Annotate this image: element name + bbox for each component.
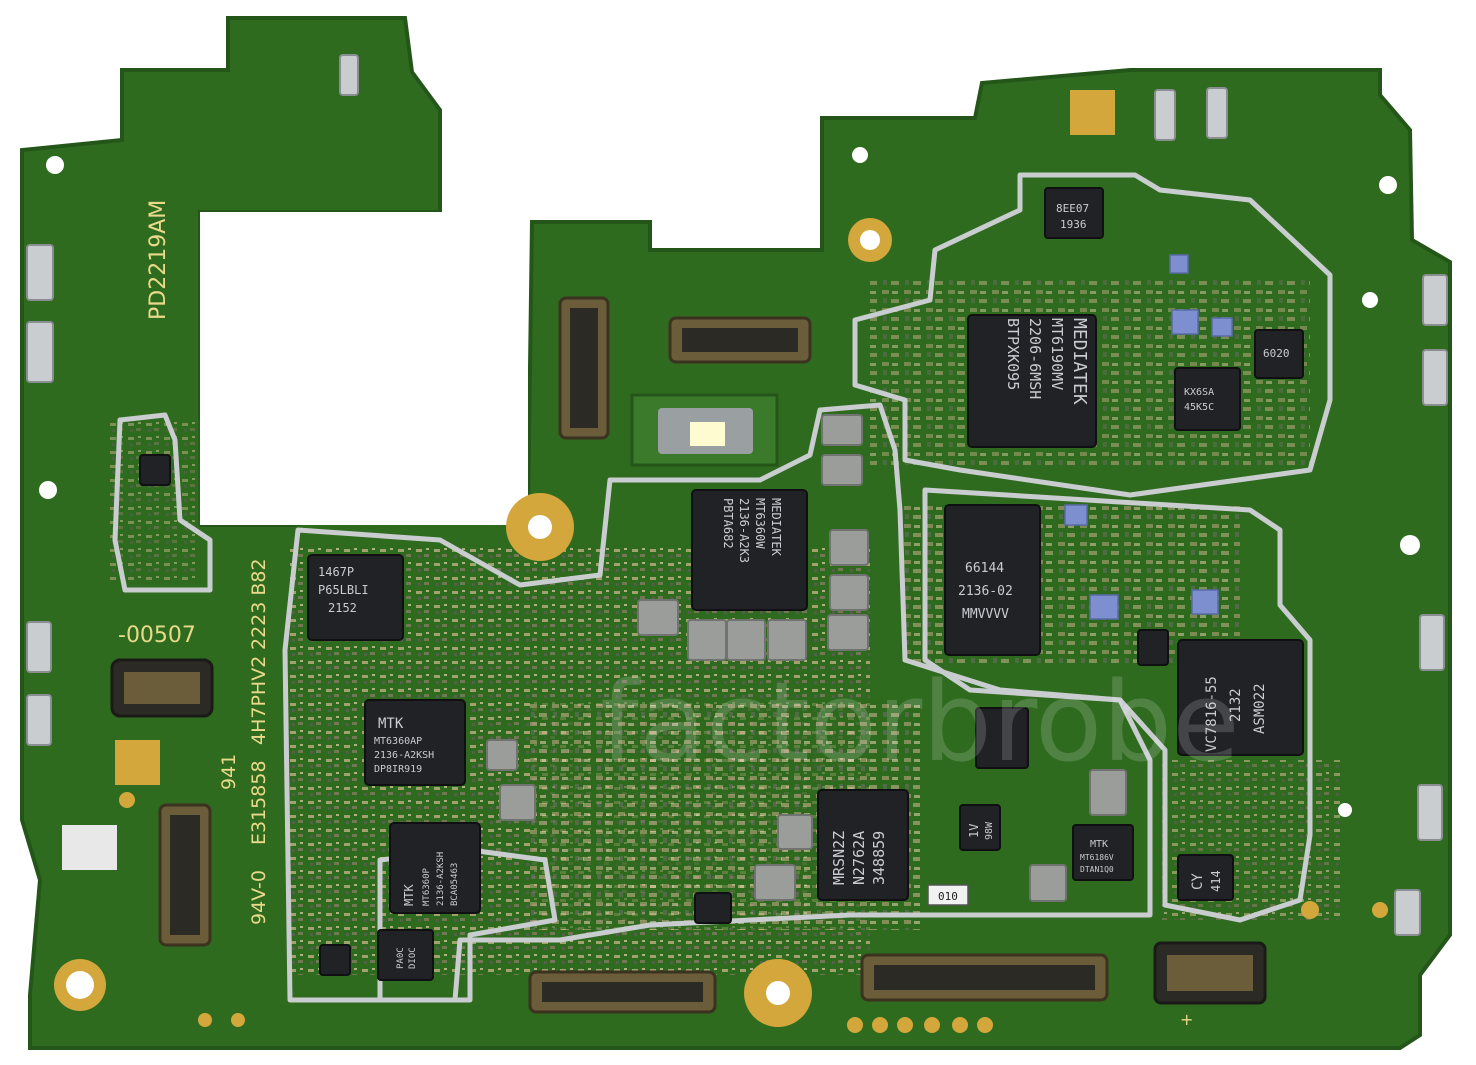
mediatek-rf-ic [967,314,1097,448]
mtk-small-line-1: MTK [1090,839,1108,850]
ic-kx-line-1: KX6SA [1184,387,1214,398]
gold-pads [115,90,1388,1033]
cy-line-2: 414 [1209,870,1223,892]
mt6360w-line-2: MT6360W [753,498,767,549]
vc7816-line-1: VC7816-55 [1204,676,1220,752]
mt6360w-line-4: PBTA682 [721,498,735,549]
mt6360w-line-3: 2136-A2K3 [737,498,751,563]
inductors [486,414,1127,902]
silkscreen: PD2219AM -00507 2223 B82 4H7PHV2 E315858… [118,200,1193,1029]
ic-1v-line-1: 1V [967,824,981,838]
mtk-pmic2-line-1: MTK [402,884,416,906]
vertical-code-5: 941 [218,754,240,790]
connectors [110,296,1267,1014]
mtk-pmic-line-2: MT6360AP [374,736,422,747]
mrsn-line-3: 348859 [870,831,888,885]
vc7816-line-2: 2132 [1228,688,1244,722]
mtk-small-line-2: MT6186V [1080,853,1114,862]
ic-kx-line-2: 45K5C [1184,402,1214,413]
vertical-code-3: E315858 [248,760,270,845]
mtk-small-line-3: DTAN1Q0 [1080,865,1114,874]
ic-1v-line-2: 98W [984,821,995,840]
ic-1467p-line-3: 2152 [328,601,357,615]
resistor [927,884,969,906]
ic-small-line-2: DIOC [408,947,418,969]
mtk-pmic2-line-2: MT6360P [422,867,432,906]
mediatek-line-4: BTPXK095 [1004,318,1022,390]
ic-66144-line-2: 2136-02 [958,584,1013,599]
ic-6020-line: 6020 [1263,347,1290,360]
mtk-pmic-line-1: MTK [378,716,404,732]
cy-line-1: CY [1190,873,1206,890]
mediatek-line-3: 2206-6MSH [1026,318,1044,399]
mtk-pmic2-line-3: 2136-A2KSH [436,852,446,906]
chip-markings: MEDIATEK MT6190MV 2206-6MSH BTPXK095 8EE… [318,202,1290,969]
mounting-holes [54,218,892,1027]
mrsn-line-1: MRSN2Z [830,831,848,885]
ic-66144-line-1: 66144 [965,561,1004,576]
ic-1467p-line-1: 1467P [318,565,354,579]
mrsn-line-2: N2762A [850,831,868,885]
ic-8ee07-line-2: 1936 [1060,218,1087,231]
model-number: PD2219AM [146,200,171,320]
resistor-label: 010 [938,890,958,903]
ic-small-line-1: PA0C [396,947,406,969]
mt6360w-line-1: MEDIATEK [769,498,783,557]
shield-frames [112,172,1333,1003]
plus-mark: + [1180,1010,1193,1029]
vertical-code-1: 2223 B82 [248,558,270,650]
label-sticker [62,825,117,870]
watermark: factorbrobe [600,658,1240,786]
mediatek-line-2: MT6190MV [1048,318,1066,390]
flash-module [630,393,779,467]
ic-66144-line-3: MMVVVV [962,607,1009,622]
vertical-code-2: 4H7PHV2 [248,656,270,745]
ic-8ee07-line-1: 8EE07 [1056,202,1089,215]
ic-1467p-line-2: P65LBLI [318,583,369,597]
side-contacts [26,54,1448,936]
board-code: -00507 [118,623,196,648]
mtk-pmic2-line-4: BCA05463 [450,863,460,906]
blue-ics [1064,254,1233,620]
large-ics [139,187,1304,981]
mediatek-line-1: MEDIATEK [1069,318,1090,405]
vertical-code-4: 94V-0 [248,870,270,925]
vc7816-line-3: ASM022 [1252,683,1268,734]
edge-holes [39,147,1420,817]
mtk-pmic-line-3: 2136-A2KSH [374,750,434,761]
mtk-pmic-line-4: DP8IR919 [374,764,422,775]
